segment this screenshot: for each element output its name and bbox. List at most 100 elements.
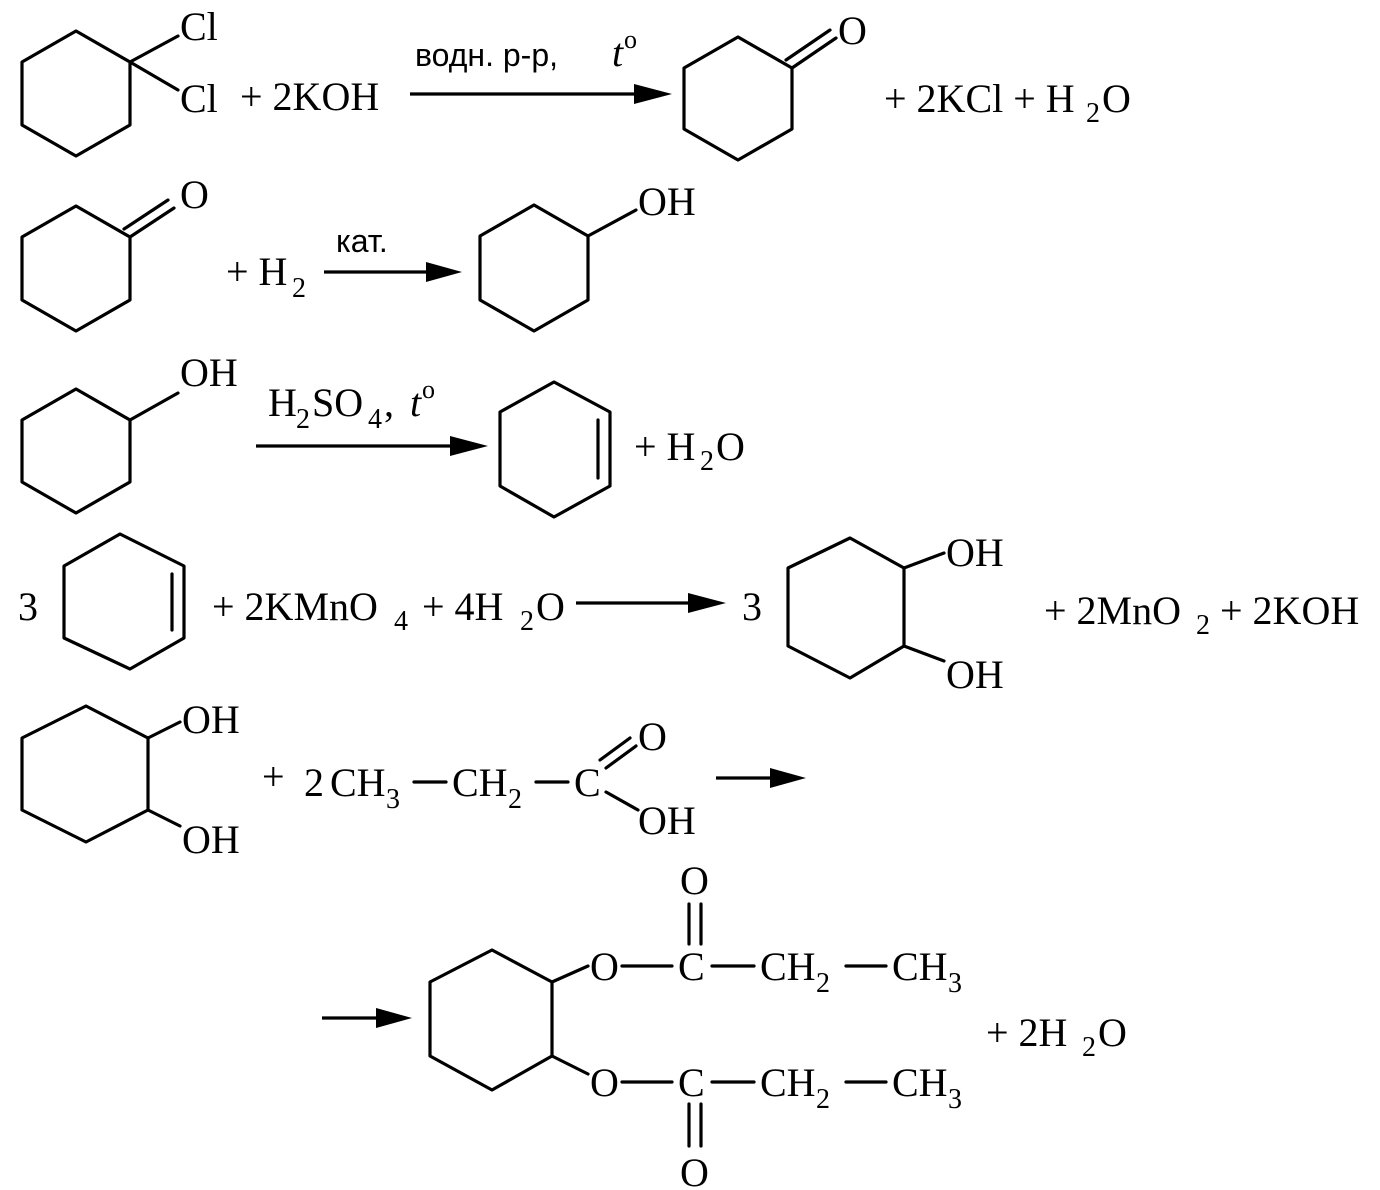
ester-carbon-top: C: [678, 944, 705, 989]
carbonyl-oxygen-top: O: [680, 858, 709, 903]
reagent-hydrogen: + H: [226, 249, 287, 294]
chlorine-label-top: Cl: [180, 4, 218, 49]
hydroxyl-top: OH: [946, 530, 1004, 575]
byproducts-koh: + 2KOH: [1220, 588, 1359, 633]
byproducts: + 2KCl + H: [884, 76, 1075, 121]
carbonyl-bond-b: [784, 28, 832, 62]
reaction-condition: кат.: [336, 223, 388, 259]
methyl-top-subscript: 3: [948, 968, 962, 999]
arrow-head: [770, 768, 806, 788]
c-cl-bond-bottom: [128, 60, 180, 92]
condition-temperature: t: [410, 380, 422, 425]
ester-carbon-bottom: C: [678, 1060, 705, 1105]
condition-sub2: 2: [296, 404, 310, 435]
arrow-head: [634, 84, 672, 104]
reaction-6: O C O CH 2 CH 3 O C O CH 2 CH 3 + 2H 2 O: [322, 858, 1127, 1190]
reagents-kmno4: + 2KMnO: [212, 584, 378, 629]
diol-ring: [20, 704, 150, 844]
c-oh-bond: [586, 208, 638, 238]
reagents-water: + 4H: [422, 584, 503, 629]
hydroxyl-top: OH: [182, 697, 240, 742]
c-oh-bond-top: [902, 551, 946, 570]
hydroxyl-bottom: OH: [946, 652, 1004, 697]
byproducts-subscript: 2: [1086, 98, 1100, 129]
carbonyl-bond-a: [790, 36, 838, 70]
arrow-head: [376, 1008, 412, 1028]
carboxyl-carbon: C: [574, 760, 601, 805]
acid-hydroxyl: OH: [638, 798, 696, 843]
carbonyl-bond-b: [122, 198, 170, 231]
methylene-subscript: 2: [508, 784, 522, 815]
reaction-3: OH H 2 SO 4 , t o + H 2 O: [20, 350, 745, 519]
cyclohexene-ring: [498, 380, 612, 519]
arrow-head: [450, 436, 488, 456]
byproduct-end: O: [716, 424, 745, 469]
ester-oxygen-top: O: [590, 944, 619, 989]
cyclohexanol-ring: [478, 203, 590, 333]
c-o-bond-bottom: [550, 1054, 590, 1076]
byproduct-subscript: 2: [700, 446, 714, 477]
reaction-condition: водн. р-р,: [415, 37, 558, 73]
reagent-koh: + 2KOH: [240, 74, 379, 119]
reagents-kmno4-subscript: 4: [394, 606, 408, 637]
reaction-2: O + H 2 кат. OH: [20, 172, 696, 333]
c-oh-bond: [128, 391, 180, 422]
coefficient: 2: [304, 760, 324, 805]
methylene-group: CH: [452, 760, 508, 805]
reaction-5: OH OH + 2 CH 3 CH 2 C O OH: [20, 697, 806, 862]
hydroxyl-group: OH: [180, 350, 238, 395]
condition-sub4: 4: [368, 404, 382, 435]
diester-ring: [428, 948, 554, 1092]
byproduct-subscript: 2: [1082, 1032, 1096, 1063]
arrow-head: [426, 262, 462, 282]
condition-degree: o: [422, 375, 435, 404]
ester-oxygen-bottom: O: [590, 1060, 619, 1105]
condition-degree: o: [624, 25, 637, 54]
carbonyl-bond-b: [598, 736, 632, 762]
condition-temperature: t: [612, 30, 624, 75]
byproduct-water: + H: [634, 424, 695, 469]
cyclohexane-ring: [20, 29, 132, 158]
carbonyl-bond-a: [128, 206, 176, 239]
hydroxyl-group: OH: [638, 179, 696, 224]
methylene-bottom-subscript: 2: [816, 1084, 830, 1115]
c-cl-bond-top: [128, 34, 180, 64]
carbonyl-oxygen-bottom: O: [680, 1150, 709, 1190]
byproducts-mno2-subscript: 2: [1196, 610, 1210, 641]
methylene-bottom: CH: [760, 1060, 816, 1105]
carbonyl-oxygen: O: [838, 8, 867, 53]
coefficient-left: 3: [18, 584, 38, 629]
reaction-4: 3 + 2KMnO 4 + 4H 2 O 3 OH OH + 2MnO 2 + …: [18, 530, 1359, 697]
byproduct-end: O: [1098, 1010, 1127, 1055]
reagents-water-subscript: 2: [520, 606, 534, 637]
byproducts-mno2: + 2MnO: [1044, 588, 1181, 633]
condition-h: H: [268, 380, 297, 425]
c-oh-bond: [604, 790, 640, 812]
byproducts-end: O: [1102, 76, 1131, 121]
methyl-group: CH: [330, 760, 386, 805]
reagents-water-end: O: [536, 584, 565, 629]
methyl-bottom: CH: [892, 1060, 948, 1105]
carbonyl-oxygen: O: [638, 714, 667, 759]
methylene-top: CH: [760, 944, 816, 989]
methyl-bottom-subscript: 3: [948, 1084, 962, 1115]
methyl-subscript: 3: [386, 784, 400, 815]
cyclohexene-ring: [62, 532, 186, 671]
cyclohexanone-ring: [682, 35, 794, 162]
reaction-1: Cl Cl + 2KOH водн. р-р, t o O + 2KCl + H…: [20, 4, 1131, 162]
condition-so: SO: [312, 380, 363, 425]
byproduct-water: + 2H: [986, 1010, 1067, 1055]
cyclohexanone-ring: [20, 204, 132, 333]
carbonyl-oxygen: O: [180, 172, 209, 217]
c-o-bond-top: [550, 964, 590, 984]
diol-ring: [786, 536, 906, 680]
cyclohexanol-ring: [20, 387, 132, 515]
chlorine-label-bottom: Cl: [180, 76, 218, 121]
plus-sign: +: [262, 754, 285, 799]
carbonyl-bond-a: [604, 744, 638, 770]
methylene-top-subscript: 2: [816, 968, 830, 999]
reagent-hydrogen-subscript: 2: [292, 273, 306, 304]
condition-comma: ,: [384, 380, 394, 425]
arrow-head: [688, 593, 726, 613]
